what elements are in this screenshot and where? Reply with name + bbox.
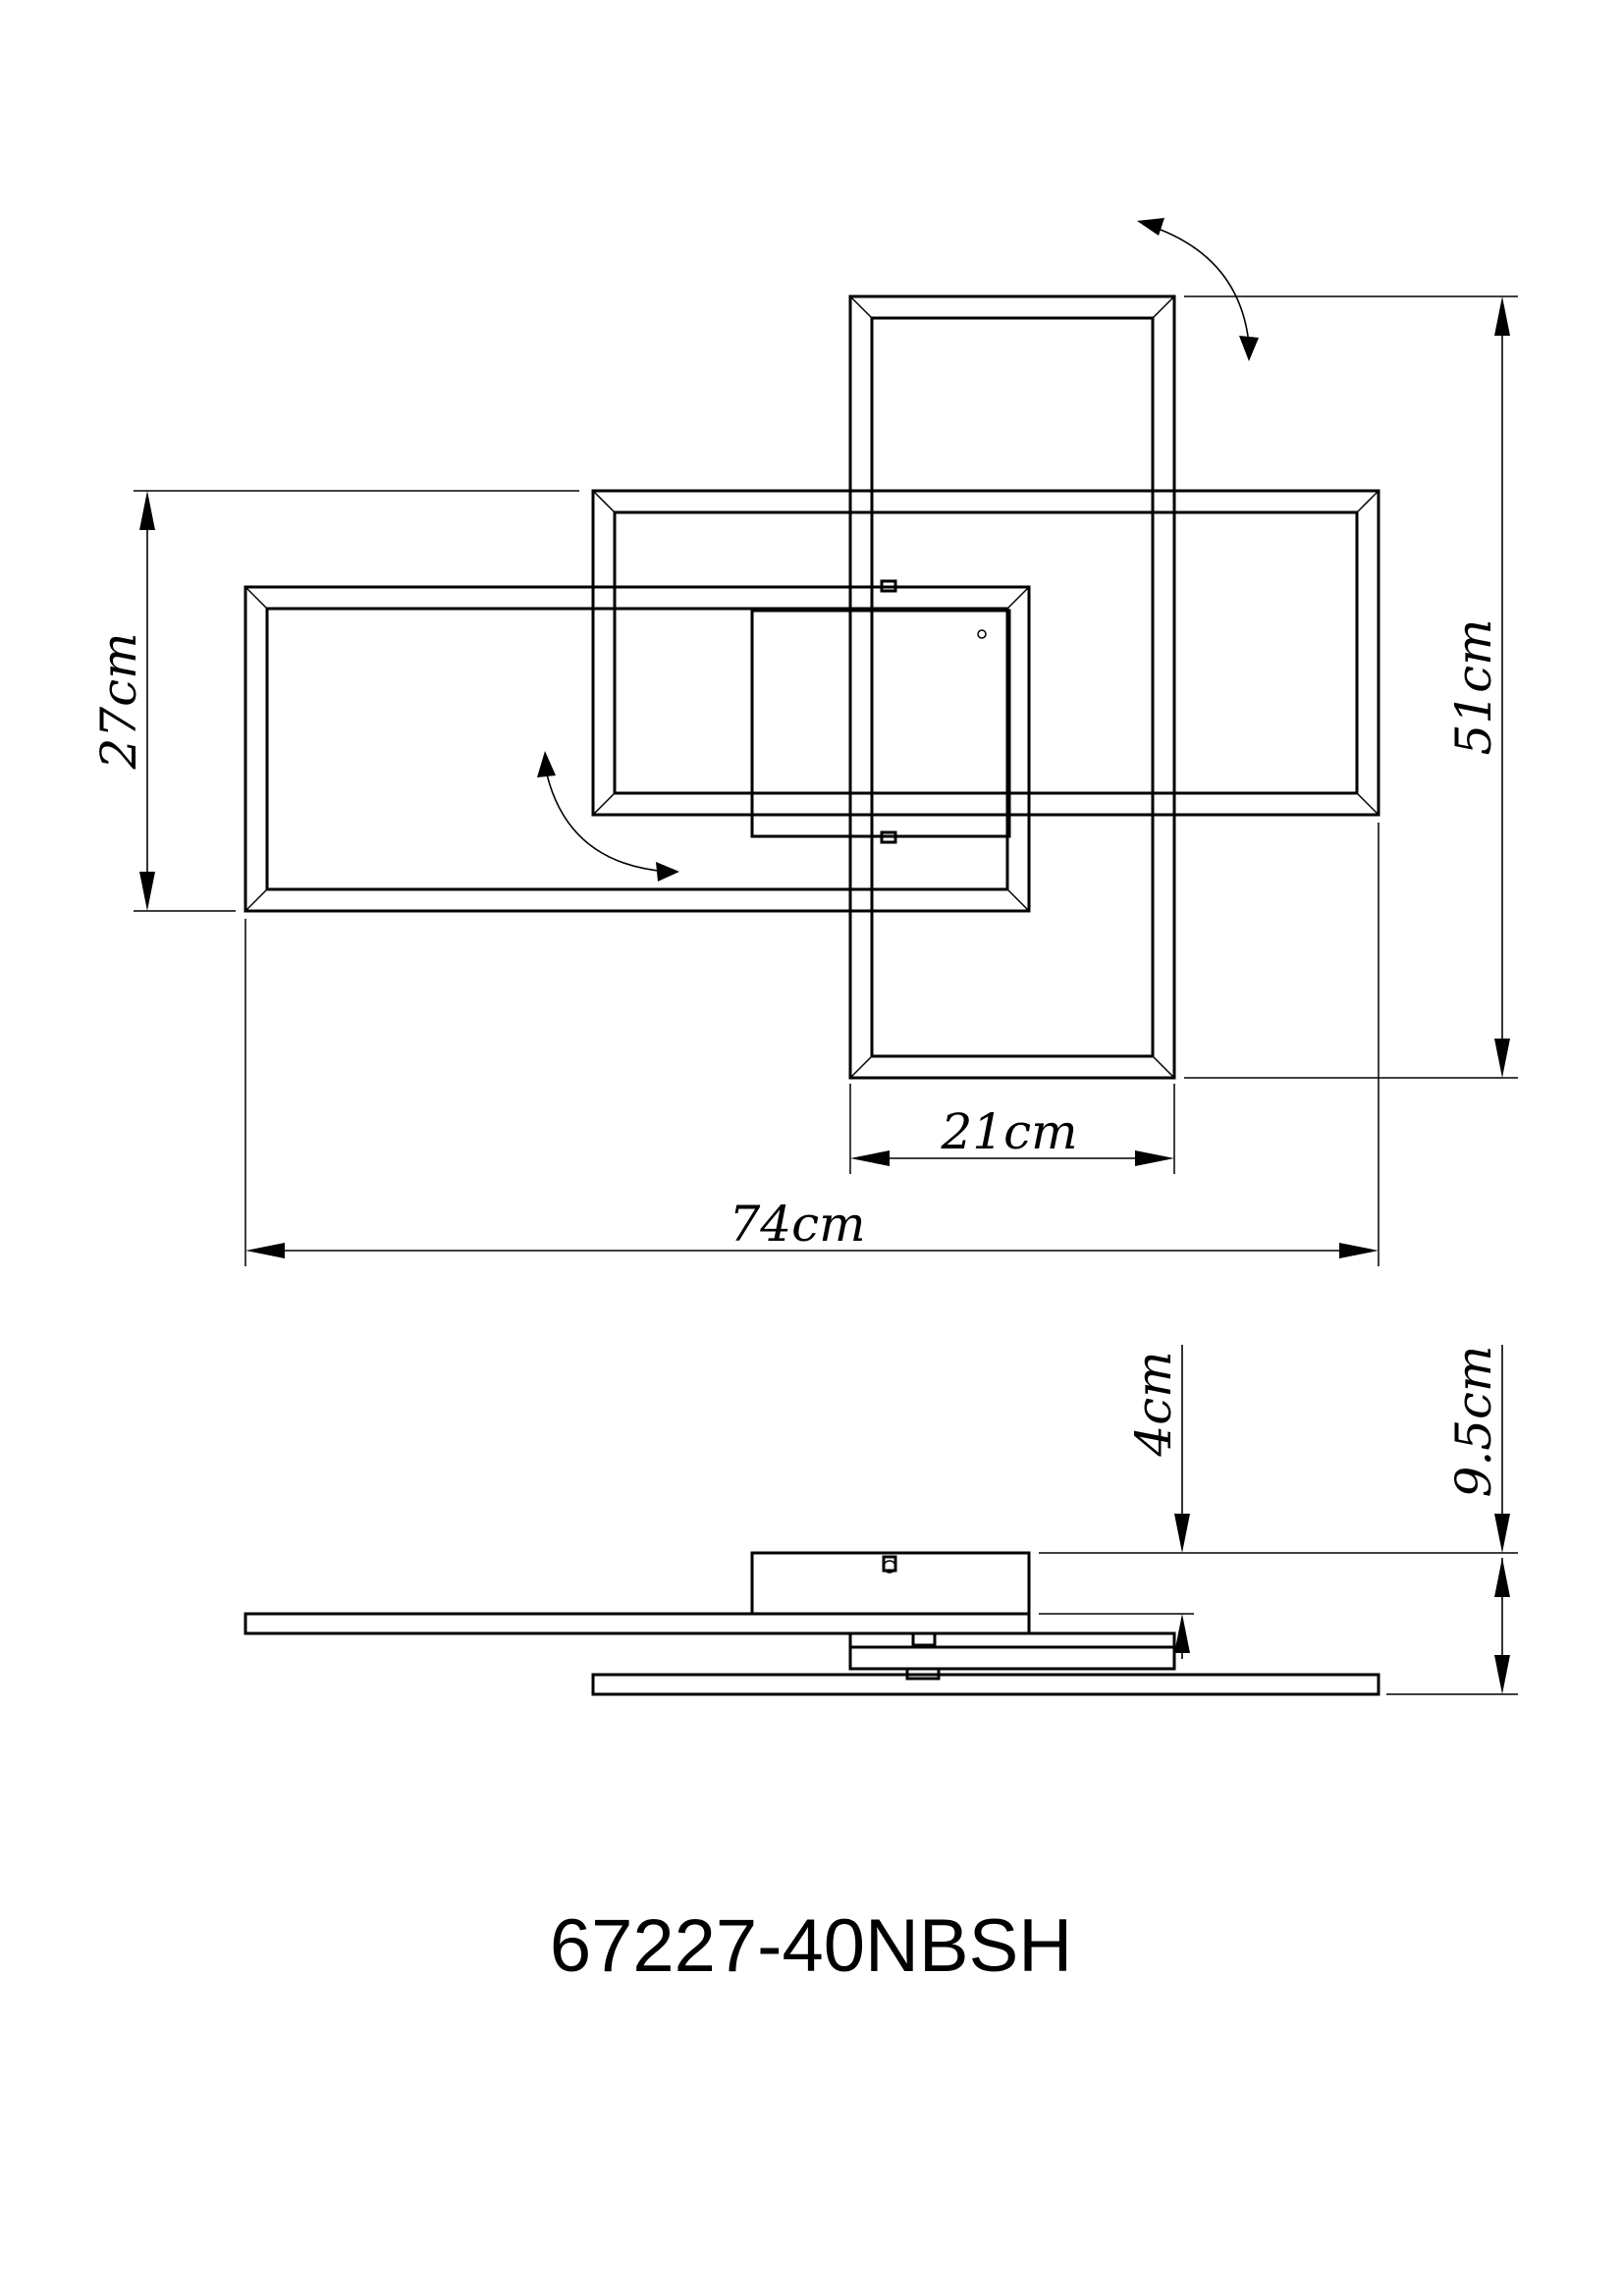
dimension-label: 74cm — [729, 1196, 865, 1253]
connector-plate — [848, 1631, 1176, 1649]
top-view: 27cm 51cm 21cm 74cm — [90, 218, 1518, 1266]
dimension-label: 4cm — [1125, 1351, 1182, 1457]
canopy-side — [750, 1551, 1031, 1616]
dimension-label: 9.5cm — [1445, 1346, 1502, 1498]
lower-frame-side — [591, 1673, 1380, 1696]
dimension-label: 51cm — [1445, 618, 1502, 755]
rotation-arrow-icon — [1137, 218, 1259, 361]
dimension-4cm: 4cm — [1039, 1345, 1518, 1659]
model-number: 67227-40NBSH — [550, 1904, 1072, 1988]
dimension-label: 27cm — [90, 632, 147, 770]
dimension-27cm: 27cm — [90, 490, 579, 912]
left-frame — [243, 585, 1031, 913]
dimension-74cm: 74cm — [244, 823, 1380, 1266]
dimension-label: 21cm — [940, 1103, 1077, 1160]
vertical-frame — [848, 294, 1176, 1080]
dimension-21cm: 21cm — [849, 1084, 1175, 1174]
canopy-box — [750, 579, 1011, 844]
upper-frame-side — [243, 1612, 1031, 1635]
right-frame — [591, 489, 1380, 817]
side-view: 4cm 9.5cm — [243, 1345, 1518, 1696]
rotation-arrow-icon — [537, 751, 679, 881]
dimension-9_5cm: 9.5cm — [1386, 1345, 1518, 1695]
dimension-51cm: 51cm — [1184, 295, 1518, 1079]
